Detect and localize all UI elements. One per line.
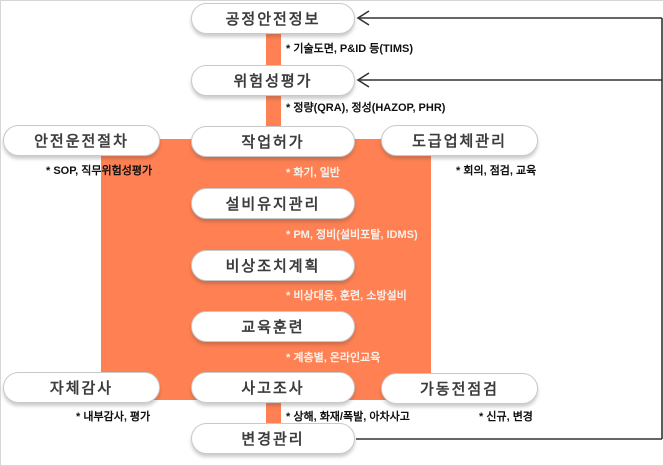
node-risk-assessment: 위험성평가 [191, 65, 355, 96]
node-self-audit: 자체감사 [3, 372, 160, 403]
note-education-training: * 계층별, 온라인교육 [286, 352, 381, 364]
node-facility-maintenance: 설비유지관리 [191, 188, 355, 219]
note-work-permit: * 화기, 일반 [286, 167, 340, 179]
flow-connector [266, 155, 281, 191]
flow-connector [266, 399, 281, 426]
node-process-safety-info: 공정안전정보 [191, 3, 355, 34]
flow-connector [266, 31, 281, 68]
node-label: 도급업체관리 [412, 133, 507, 150]
node-label: 설비유지관리 [225, 196, 321, 213]
flow-connector [266, 93, 281, 129]
node-emergency-plan: 비상조치계획 [191, 250, 355, 281]
node-label: 공정안전정보 [225, 11, 321, 28]
note-risk-assessment: * 정량(QRA), 정성(HAZOP, PHR) [286, 102, 446, 114]
node-label: 자체감사 [49, 380, 114, 397]
node-pre-startup-check: 가동전점검 [381, 373, 538, 404]
note-safe-operation-procedure: * SOP, 직무위험성평가 [46, 165, 153, 177]
node-accident-investigation: 사고조사 [191, 372, 355, 403]
arrowhead-left-icon [356, 72, 370, 88]
node-label: 사고조사 [241, 380, 305, 397]
note-accident-investigation: * 상해, 화재/폭발, 아차사고 [286, 411, 410, 423]
note-pre-startup-check: * 신규, 변경 [479, 411, 533, 423]
node-change-management: 변경관리 [191, 423, 355, 454]
node-label: 위험성평가 [233, 73, 313, 90]
note-self-audit: * 내부감사, 평가 [76, 411, 151, 423]
node-safe-operation-procedure: 안전운전절차 [3, 125, 160, 156]
note-contractor-management: * 회의, 점검, 교육 [456, 165, 537, 177]
note-facility-maintenance: * PM, 정비(설비포탈, IDMS) [286, 229, 418, 241]
node-work-permit: 작업허가 [191, 126, 355, 157]
node-label: 교육훈련 [241, 319, 305, 336]
node-label: 안전운전절차 [34, 133, 129, 150]
node-contractor-management: 도급업체관리 [381, 125, 538, 156]
arrowhead-left-icon [356, 10, 370, 26]
node-label: 작업허가 [241, 134, 305, 151]
note-emergency-plan: * 비상대응, 훈련, 소방설비 [286, 290, 407, 302]
note-process-safety-info: * 기술도면, P&ID 등(TIMS) [286, 43, 413, 55]
node-education-training: 교육훈련 [191, 311, 355, 342]
node-label: 비상조치계획 [225, 258, 321, 275]
node-label: 가동전점검 [419, 381, 499, 398]
node-label: 변경관리 [241, 431, 305, 448]
